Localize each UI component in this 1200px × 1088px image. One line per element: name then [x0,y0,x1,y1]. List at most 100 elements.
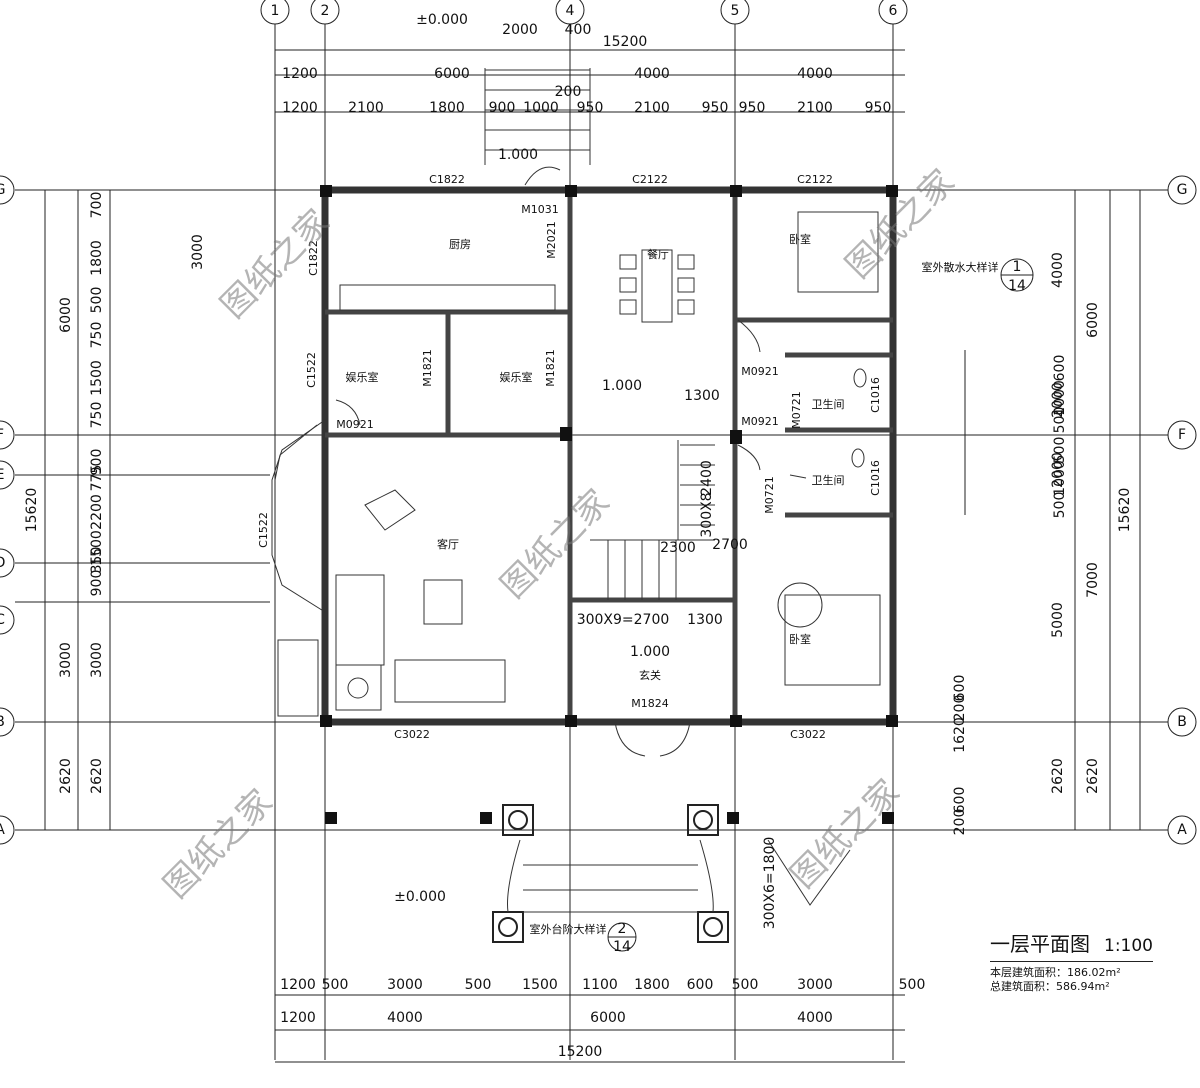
detail-ref-sheet: 14 [613,939,631,955]
room-label: 卧室 [789,632,811,646]
bottom-dim-row1: 600 [687,977,714,993]
stair-note: 1300 [684,388,720,404]
drawing-scale: 1:100 [1104,936,1153,956]
left-total-dim: 15620 [24,488,40,533]
bottom-dim-row1: 1800 [634,977,670,993]
door-tag: M0921 [741,415,779,428]
right-dim-small: 500 [1052,437,1068,464]
left-dim-inner: 3000 [89,642,105,678]
top-total-dim: 15200 [603,34,648,50]
elevation-top: ±0.000 [416,12,468,28]
bottom-dim-row2: 1200 [280,1010,316,1026]
detail-ref-num: 2 [618,921,627,937]
top-dim-row1: 4000 [797,66,833,82]
bottom-dim-row1: 1200 [280,977,316,993]
watermark-4: 图纸之家 [156,782,280,906]
left-dim-inner: 2200 [89,494,105,530]
window-tag: C2122 [797,173,833,186]
top-dim-row2: 2100 [797,100,833,116]
window-tag: C1822 [307,240,320,276]
door-tag: M1031 [521,203,559,216]
bottom-dim-row1: 500 [899,977,926,993]
stair-note: 300X9=2700 [577,612,670,628]
room-label: 卫生间 [812,473,845,487]
right-dim-small: 500 [1052,492,1068,519]
stair-note: 2400 [699,460,715,496]
right-dim-small: 600 [952,787,968,814]
left-dim-inner: 1500 [89,360,105,396]
stair-note: 300X8 [699,492,715,537]
stair-note: 1300 [687,612,723,628]
grid-label-right: A [1177,822,1187,838]
total-area: 总建筑面积：586.94m² [990,980,1110,993]
window-tag: C3022 [394,728,430,741]
left-dim-inner: 500 [89,287,105,314]
bottom-dim-row1: 3000 [797,977,833,993]
door-tag: M0921 [741,365,779,378]
grid-label-right: G [1177,182,1188,198]
stair-note: 2700 [712,537,748,553]
door-tag: M0721 [763,476,776,514]
grid-label-top: 5 [731,3,740,19]
door-tag: M0921 [336,418,374,431]
room-label: 客厅 [437,537,459,551]
grid-label-top: 1 [271,3,280,19]
right-dim-small: 600 [952,675,968,702]
watermark-group: 图纸之家 图纸之家 图纸之家 图纸之家 图纸之家 [156,162,962,906]
bottom-dim-row1: 500 [465,977,492,993]
window-tag: C2122 [632,173,668,186]
left-dim-inner: 750 [89,322,105,349]
bottom-dim-row1: 500 [322,977,349,993]
right-dim-inner: 4000 [1050,252,1066,288]
door-tag: M1824 [631,697,669,710]
left-dim-inner: 750 [89,402,105,429]
left-dim-inner: 775 [89,465,105,492]
top-dim-row2: 1800 [429,100,465,116]
right-dim-outer: 2620 [1085,758,1101,794]
window-tag: C3022 [790,728,826,741]
grid-label-top: 4 [566,3,575,19]
right-dim-small: 1000 [1052,460,1068,496]
detail-ref-sheet: 14 [1008,278,1026,294]
left-dim-inner: 700 [89,192,105,219]
top-dim-row1: 4000 [634,66,670,82]
door-tag: M1821 [544,349,557,387]
left-dim-inner: 1800 [89,240,105,276]
watermark-5: 图纸之家 [783,772,907,896]
grid-label-left: C [0,612,5,628]
grid-label-left: A [0,822,5,838]
room-label: 餐厅 [647,247,669,261]
top-dim-row2: 950 [577,100,604,116]
grid-label-left: F [0,427,4,443]
top-dim-row2: 900 [489,100,516,116]
floor-area: 本层建筑面积：186.02m² [990,966,1121,979]
right-dim-outer: 7000 [1085,562,1101,598]
bottom-dim-row1: 1500 [522,977,558,993]
right-dim-inner: 2000 [1050,382,1066,418]
top-dim-row2: 950 [739,100,766,116]
stair-note: 300X6=1800 [762,837,778,930]
stair-dim-top: 400 [565,22,592,38]
right-total-dim: 15620 [1117,488,1133,533]
window-tag: C1522 [305,352,318,388]
top-dim-row2: 950 [865,100,892,116]
left-dim-inner: 900 [89,570,105,597]
grid-label-top: 6 [889,3,898,19]
grid-label-right: F [1178,427,1186,443]
right-dim-small: 500 [1052,407,1068,434]
left-dim-outer: 6000 [58,297,74,333]
bottom-dim-row2: 4000 [387,1010,423,1026]
left-dim-inner: 350 [89,547,105,574]
top-dim-row2: 2100 [348,100,384,116]
detail-ref-label: 室外台阶大样详 [530,922,607,936]
room-label: 卫生间 [812,397,845,411]
right-dim-small: 200 [952,809,968,836]
elevation-foyer: 1.000 [630,644,670,660]
door-tag: M1821 [421,349,434,387]
right-dim-outer: 6000 [1085,302,1101,338]
elevation-porch: ±0.000 [394,889,446,905]
door-tag: M2021 [545,221,558,259]
grid-label-top: 2 [321,3,330,19]
